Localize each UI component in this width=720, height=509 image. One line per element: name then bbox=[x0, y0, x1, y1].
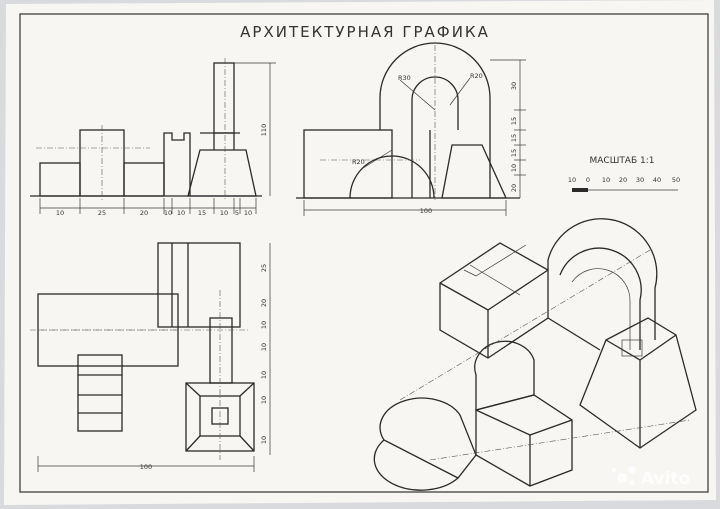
drawing-frame bbox=[19, 13, 709, 493]
scale-tick-3: 20 bbox=[619, 176, 627, 184]
front-dim-3: 10 bbox=[164, 209, 172, 217]
plan-vdim-4: 10 bbox=[260, 371, 268, 379]
watermark-text: Avito bbox=[641, 469, 690, 489]
front-dim-0: 10 bbox=[56, 209, 64, 217]
side-vdim-0: 30 bbox=[510, 82, 518, 90]
plan-overall-width: 100 bbox=[140, 463, 152, 471]
front-dim-6: 10 bbox=[220, 209, 228, 217]
plan-vdim-2: 10 bbox=[260, 321, 268, 329]
avito-watermark: Avito bbox=[612, 466, 690, 489]
front-dim-7: 5 bbox=[235, 209, 239, 217]
scale-tick-2: 10 bbox=[602, 176, 610, 184]
front-dim-8: 10 bbox=[244, 209, 252, 217]
scale-tick-6: 50 bbox=[672, 176, 680, 184]
scale-tick-4: 30 bbox=[636, 176, 644, 184]
plan-vdim-1: 20 bbox=[260, 299, 268, 307]
plan-vdim-6: 10 bbox=[260, 436, 268, 444]
scale-tick-0: 10 bbox=[568, 176, 576, 184]
scale-tick-1: 0 bbox=[586, 176, 590, 184]
side-radius-2: R20 bbox=[470, 72, 483, 80]
side-vdim-5: 20 bbox=[510, 184, 518, 192]
scale-tick-5: 40 bbox=[653, 176, 661, 184]
scale-bar: МАСШТАБ 1:1 10 0 10 20 30 40 50 bbox=[568, 156, 680, 192]
side-view: R20 R30 R20 100 30 15 15 15 10 20 bbox=[296, 42, 526, 216]
side-overall-width: 100 bbox=[420, 207, 432, 215]
sheet-title: АРХИТЕКТУРНАЯ ГРАФИКА bbox=[240, 23, 490, 41]
side-vdim-4: 10 bbox=[510, 164, 518, 172]
front-dim-2: 20 bbox=[140, 209, 148, 217]
side-vdim-2: 15 bbox=[510, 134, 518, 142]
plan-view: 100 25 20 10 10 10 10 10 bbox=[30, 242, 271, 472]
paper bbox=[4, 0, 716, 505]
front-dim-1: 25 bbox=[98, 209, 106, 217]
front-dim-5: 15 bbox=[198, 209, 206, 217]
side-vdim-3: 15 bbox=[510, 149, 518, 157]
side-vdim-1: 15 bbox=[510, 117, 518, 125]
plan-vdim-3: 10 bbox=[260, 343, 268, 351]
plan-vdim-0: 25 bbox=[260, 264, 268, 272]
isometric-view bbox=[373, 218, 697, 491]
side-radius-0: R20 bbox=[352, 158, 365, 166]
front-height-dim: 110 bbox=[260, 124, 268, 136]
front-dim-4: 10 bbox=[177, 209, 185, 217]
front-view: 10 25 20 10 10 15 10 5 10 110 bbox=[30, 58, 276, 217]
plan-vdim-5: 10 bbox=[260, 396, 268, 404]
side-radius-1: R30 bbox=[398, 74, 411, 82]
scale-label: МАСШТАБ 1:1 bbox=[589, 156, 654, 166]
